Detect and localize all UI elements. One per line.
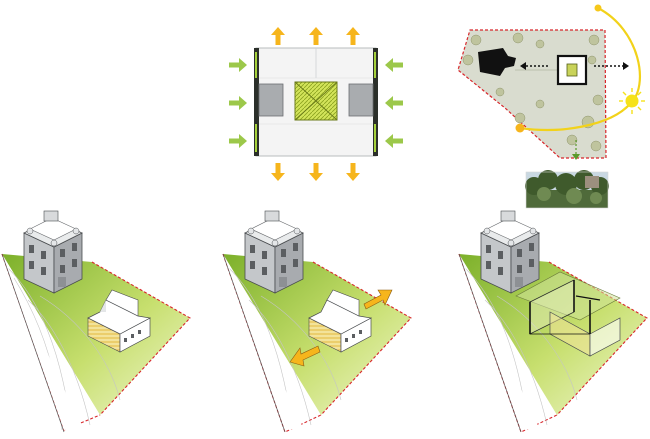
green-arrow-in-right-group [385,58,403,148]
green-arrow-right-icon [229,134,247,148]
transparent-volume [515,271,621,357]
green-arrow-right-icon [229,96,247,110]
orange-arrow-down-icon [309,163,323,181]
axo-diagram-3 [458,210,648,433]
green-arrow-right-icon [229,58,247,72]
villa-building-1 [23,210,83,294]
green-arrow-left-icon [385,134,403,148]
sun-icon [619,88,645,114]
orange-arrow-up-group [271,27,360,45]
orange-arrow-up-icon [346,27,360,45]
plan-ventilation-diagram [229,27,403,181]
view-arrow-icon [623,62,629,70]
orange-arrow-left-icon [289,345,321,367]
orange-arrow-right-icon [363,289,393,310]
plan-wall-right [373,48,378,156]
new-block-1 [87,289,152,353]
plan-wall-left [254,48,259,156]
villa-building-3 [480,210,540,294]
site-photo [525,170,609,209]
villa-building-2 [244,210,304,294]
new-block-2 [308,289,373,353]
site-plan-sun-path [457,4,645,160]
orange-arrow-down-group [271,163,360,181]
green-arrow-left-icon [385,58,403,72]
sun-end-icon [515,123,525,133]
sun-start-icon [594,4,602,12]
site-boundary [457,29,607,159]
axo-diagram-1 [1,210,191,433]
extension-arrows [289,289,393,367]
green-arrow-in-left-group [229,58,247,148]
plan-core-right [348,83,374,117]
orange-arrow-up-icon [271,27,285,45]
existing-villa-footprint [478,48,516,76]
green-arrow-left-icon [385,96,403,110]
orange-arrow-down-icon [271,163,285,181]
orange-arrow-up-icon [309,27,323,45]
axo-diagram-2 [222,210,412,433]
orange-arrow-down-icon [346,163,360,181]
plan-core-left [258,83,284,117]
